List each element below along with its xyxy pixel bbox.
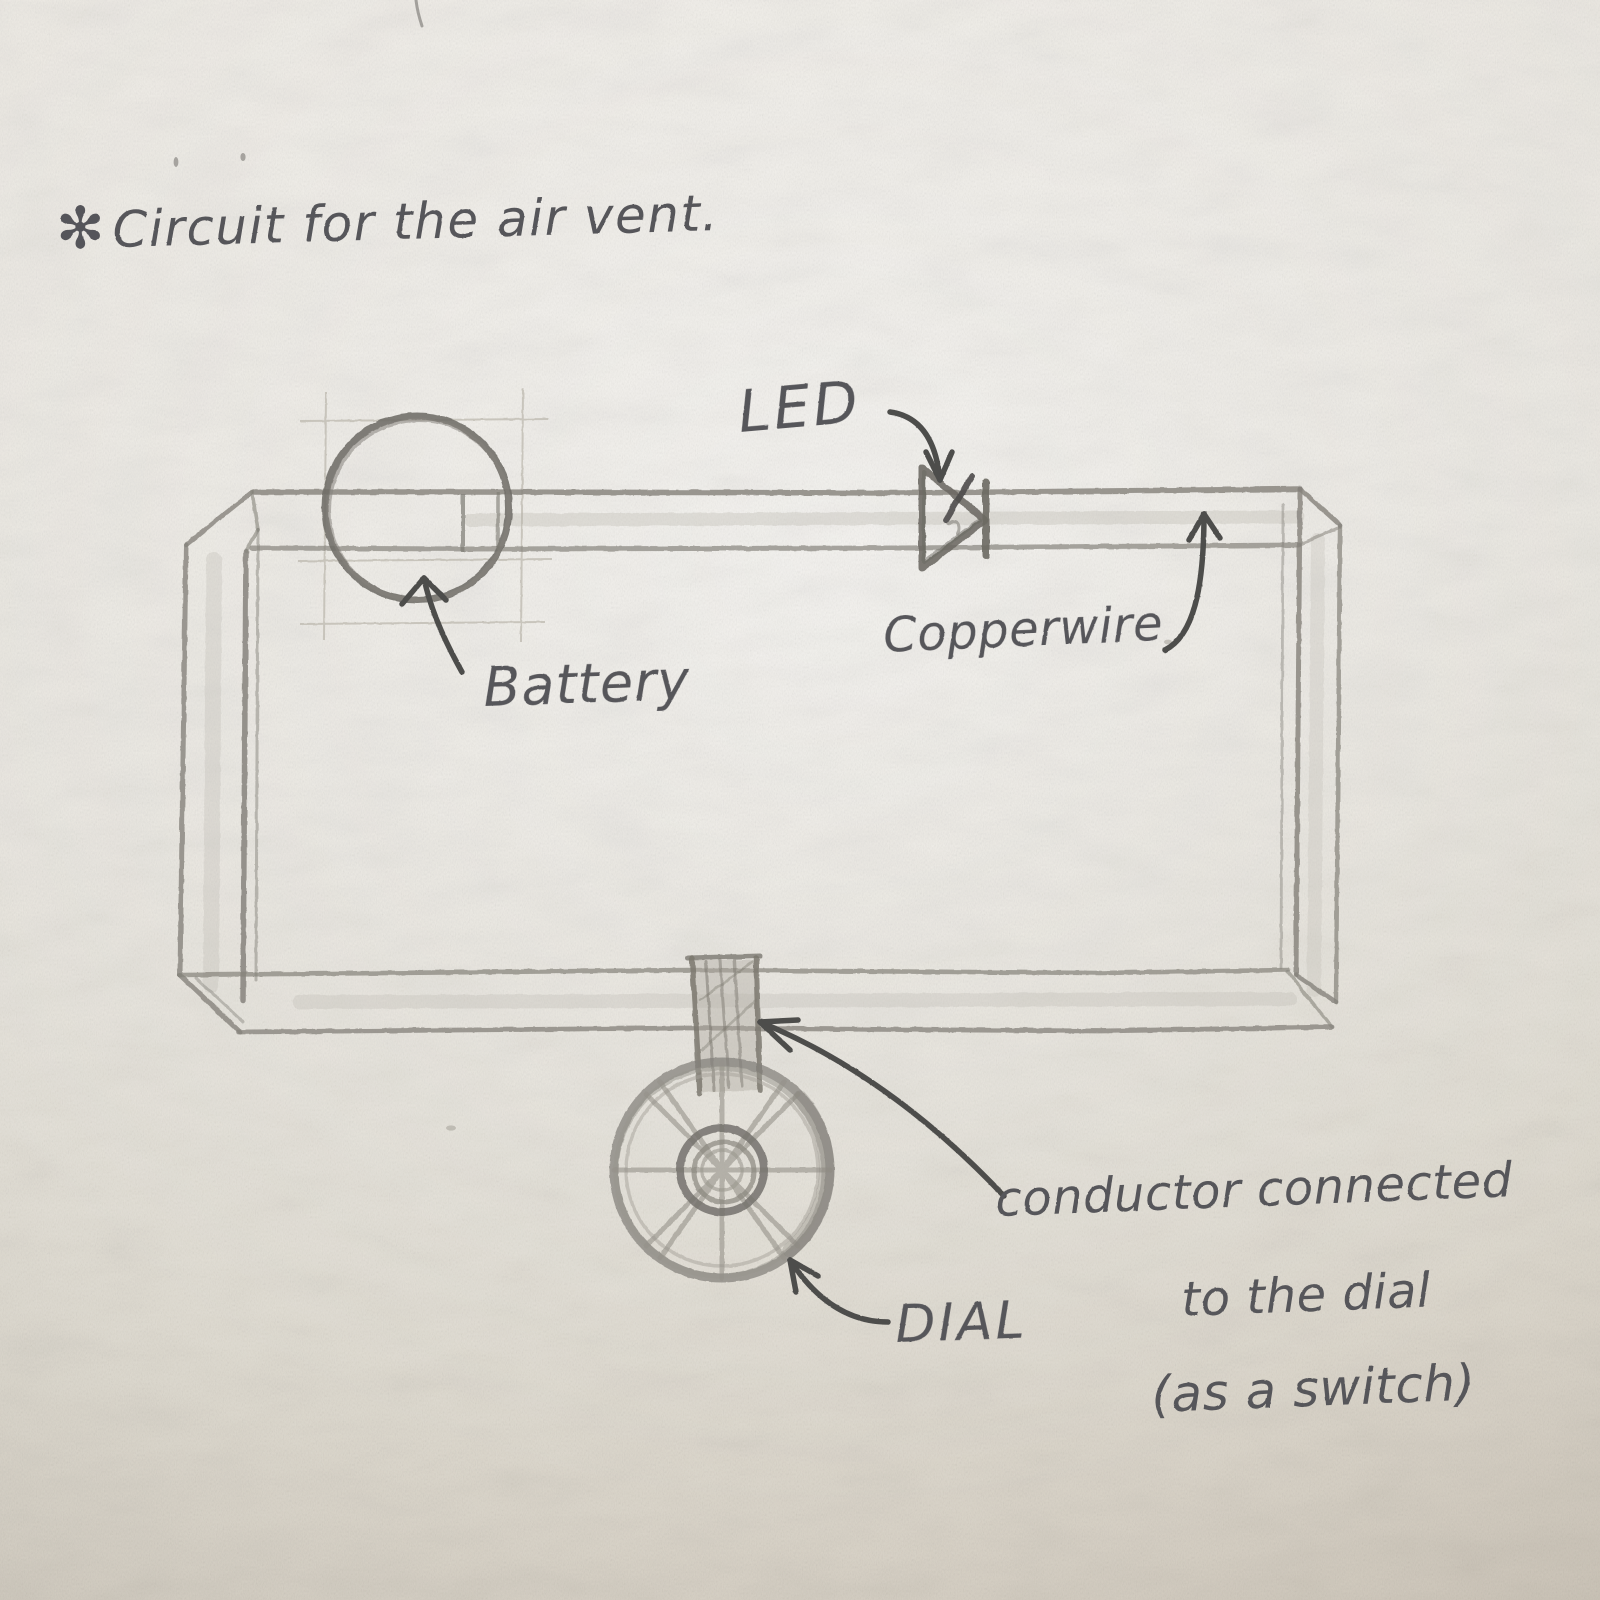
conductor-arrow [757, 1017, 1007, 1199]
annotation-arrows [399, 409, 1223, 1325]
label-battery: Battery [482, 649, 691, 719]
bottom-wire-upper-edge [177, 967, 1291, 978]
led-triangle-overdraw [922, 470, 982, 564]
dial-arrow [787, 1257, 891, 1325]
right-bottom-chamfer-inner [1286, 970, 1334, 1029]
led-emission-stroke [943, 473, 975, 523]
right-top-chamfer [1297, 486, 1343, 528]
stray-speck [446, 639, 1172, 1131]
left-top-chamfer-b [244, 528, 260, 553]
label-conductor-line2: to the dial [1180, 1262, 1432, 1328]
top-wire-shade [463, 510, 1305, 527]
right-wire-mid-edge [1279, 503, 1285, 970]
label-conductor-line3: (as a switch) [1150, 1354, 1476, 1424]
label-dial: DIAL [894, 1290, 1028, 1355]
copperwire-arrow [1162, 511, 1223, 653]
label-conductor-line1: conductor connected [994, 1152, 1513, 1228]
bottom-wire-shade [293, 992, 1297, 1009]
left-top-chamfer-a [183, 489, 255, 548]
stray-dots [173, 153, 246, 167]
left-wire-inner-edge [240, 548, 249, 1003]
label-copperwire: Copperwire [882, 596, 1164, 664]
right-wire-inner-edge [1293, 486, 1303, 978]
dial-hub-outer [676, 1124, 768, 1216]
page-title: Circuit for the air vent. [112, 184, 720, 259]
led-arrow [887, 409, 955, 483]
title-bullet: ✻ [56, 194, 105, 262]
dial-component [609, 1057, 835, 1283]
right-bottom-chamfer [1293, 972, 1339, 1005]
left-wire-shade [203, 552, 222, 993]
left-bottom-chamfer [177, 972, 243, 1035]
label-led: LED [735, 368, 863, 446]
right-wire-outer-edge [1333, 522, 1343, 1005]
top-wire-upper-edge [252, 486, 1303, 496]
conductor-hatch-4 [698, 960, 754, 1002]
dial-hub-core [700, 1148, 744, 1192]
battery-circle-overdraw [327, 418, 511, 602]
dial-rim-shading [782, 1090, 835, 1258]
top-wire-lower-edge [249, 542, 1302, 552]
right-top-chamfer-inner [1297, 525, 1342, 547]
conductor-strip-top-edge [685, 953, 763, 961]
battery-component [321, 412, 513, 604]
dial-hub-inner [691, 1139, 757, 1205]
left-wire-outer-edge [177, 542, 189, 978]
left-bottom-chamfer-inner [194, 976, 245, 1024]
right-wire-shade [1307, 533, 1325, 997]
led-component [918, 464, 990, 572]
conductor-hatch-5 [700, 998, 758, 1052]
bottom-wire-lower-edge [235, 1024, 1335, 1035]
led-inner-mark [946, 519, 961, 536]
copperwire-loop [177, 486, 1343, 1035]
stray-pencil-mark [414, 0, 424, 28]
left-top-cap [250, 490, 260, 532]
battery-arrow [399, 575, 465, 675]
dial-blades [611, 1059, 833, 1281]
left-wire-far-edge [254, 528, 260, 982]
